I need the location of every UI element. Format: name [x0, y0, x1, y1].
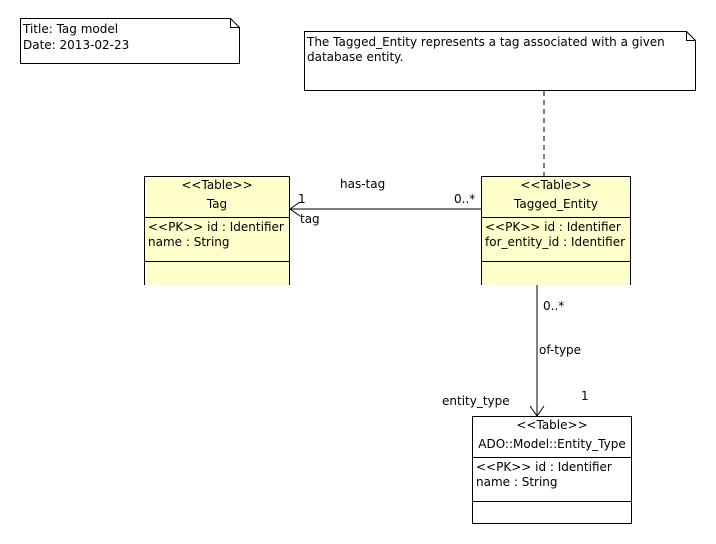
note-shape — [20, 18, 240, 64]
attribute-row: <<PK>> id : Identifier — [476, 460, 612, 474]
of-type-association-name: of-type — [539, 343, 582, 357]
class-tagged-entity-name: Tagged_Entity — [514, 197, 598, 211]
has-tag-source-multiplicity: 0..* — [454, 192, 476, 206]
class-entity-type-header: <<Table>> ADO::Model::Entity_Type — [473, 417, 631, 457]
class-tagged-entity[interactable]: <<Table>> Tagged_Entity <<PK>> id : Iden… — [481, 176, 631, 285]
comment-note: The Tagged_Entity represents a tag assoc… — [304, 31, 696, 91]
comment-note-line1: The Tagged_Entity represents a tag assoc… — [307, 35, 665, 49]
of-type-target-multiplicity: 1 — [581, 389, 589, 403]
class-tagged-entity-attributes: <<PK>> id : Identifier for_entity_id : I… — [482, 217, 630, 261]
attribute-row: name : String — [148, 235, 230, 249]
class-tag-stereotype: <<Table>> — [181, 178, 253, 192]
class-tag-name: Tag — [206, 197, 228, 211]
class-tag-header: <<Table>> Tag — [145, 177, 289, 217]
title-note-title: Title: Tag model — [23, 22, 119, 36]
class-tagged-entity-stereotype: <<Table>> — [520, 178, 592, 192]
of-type-source-multiplicity: 0..* — [543, 299, 565, 313]
class-entity-type-stereotype: <<Table>> — [516, 418, 588, 432]
class-tag-attributes: <<PK>> id : Identifier name : String — [145, 217, 289, 261]
attribute-row: <<PK>> id : Identifier — [485, 220, 621, 234]
has-tag-target-role: tag — [300, 212, 320, 226]
has-tag-arrowhead — [289, 201, 301, 217]
class-tagged-entity-header: <<Table>> Tagged_Entity — [482, 177, 630, 217]
has-tag-association-name: has-tag — [340, 177, 386, 191]
title-note-date: Date: 2013-02-23 — [23, 38, 130, 52]
class-entity-type-operations — [473, 501, 631, 524]
note-shape — [304, 31, 696, 91]
class-entity-type-attributes: <<PK>> id : Identifier name : String — [473, 457, 631, 501]
class-entity-type[interactable]: <<Table>> ADO::Model::Entity_Type <<PK>>… — [472, 416, 632, 524]
class-tagged-entity-operations — [482, 261, 630, 285]
title-note: Title: Tag model Date: 2013-02-23 — [20, 18, 240, 64]
attribute-row: name : String — [476, 475, 558, 489]
class-tag[interactable]: <<Table>> Tag <<PK>> id : Identifier nam… — [144, 176, 290, 285]
class-tag-operations — [145, 261, 289, 285]
of-type-target-role: entity_type — [442, 394, 510, 408]
comment-note-line2: database entity. — [307, 50, 404, 64]
has-tag-target-multiplicity: 1 — [298, 192, 306, 206]
attribute-row: for_entity_id : Identifier — [485, 235, 626, 249]
class-entity-type-name: ADO::Model::Entity_Type — [478, 437, 626, 451]
attribute-row: <<PK>> id : Identifier — [148, 220, 284, 234]
